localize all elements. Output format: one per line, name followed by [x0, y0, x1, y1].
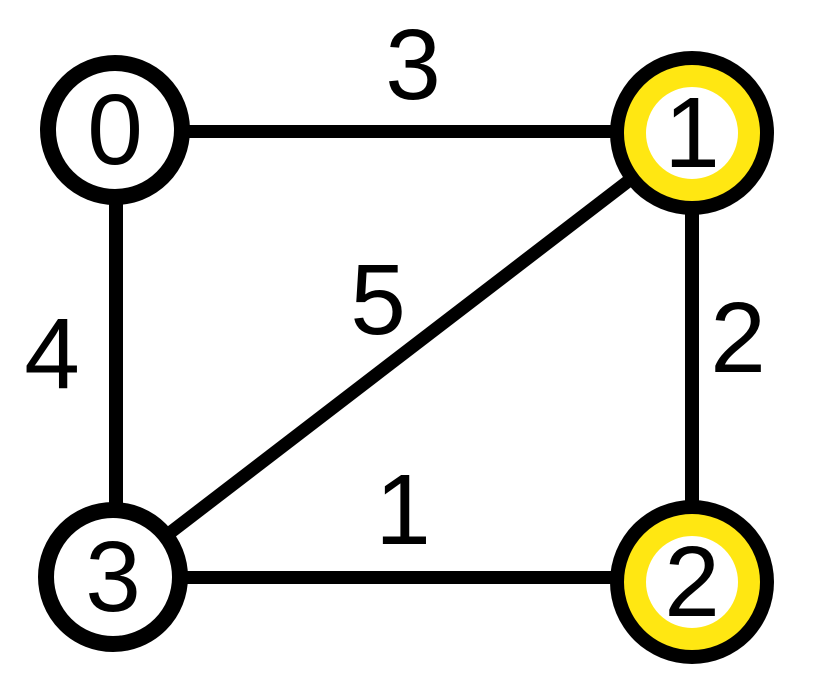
node-0: 0: [40, 55, 190, 205]
edge-3-2: [113, 571, 692, 584]
edge-1-2: [685, 133, 699, 582]
node-2-label: 2: [664, 526, 720, 638]
edge-weight-3-1: 5: [350, 244, 406, 356]
edge-weight-0-3: 4: [24, 298, 80, 410]
node-2-highlighted: 2: [624, 514, 760, 650]
edge-weight-0-1: 3: [385, 9, 441, 121]
edge-0-3: [109, 130, 123, 577]
node-1-label: 1: [664, 77, 720, 189]
node-1-highlighted: 1: [624, 65, 760, 201]
edge-weight-1-2: 2: [710, 282, 766, 394]
edge-0-1: [115, 125, 692, 138]
node-0-label: 0: [87, 74, 143, 186]
node-3: 3: [38, 502, 188, 652]
edge-weight-3-2: 1: [375, 454, 431, 566]
node-3-label: 3: [85, 521, 141, 633]
